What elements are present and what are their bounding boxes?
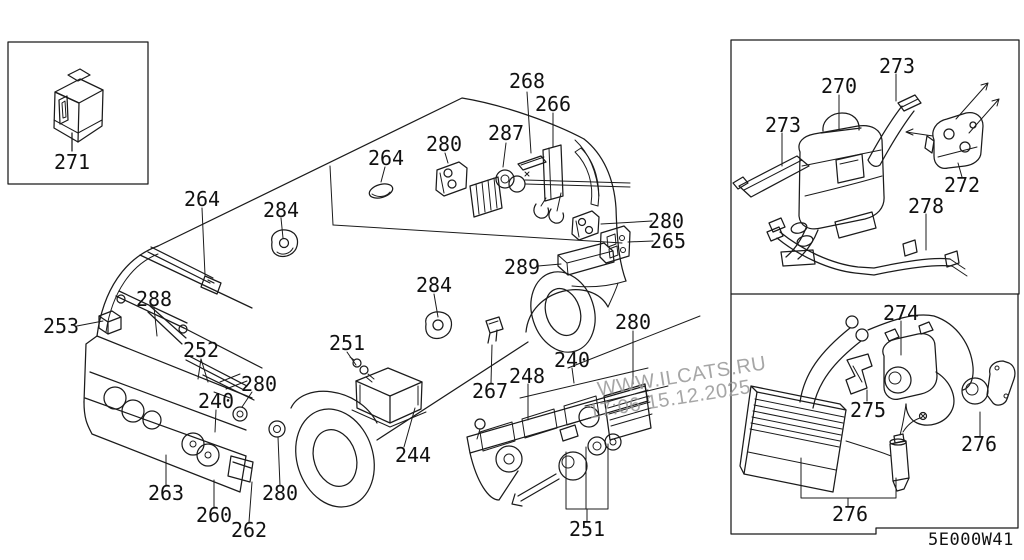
callout-266: 266 xyxy=(534,92,572,116)
callout-276: 276 xyxy=(831,502,869,526)
callout-280: 280 xyxy=(425,132,463,156)
callout-274: 274 xyxy=(882,301,920,325)
panel-borders xyxy=(7,39,1020,535)
callout-262: 262 xyxy=(230,518,268,542)
callout-267: 267 xyxy=(471,379,509,403)
diagram-code: 5E000W41 xyxy=(928,530,1014,550)
callout-252: 252 xyxy=(182,338,220,362)
heater-box-parts xyxy=(732,82,1000,277)
callout-271: 271 xyxy=(53,150,91,174)
wiper-parts xyxy=(115,229,299,401)
callout-280: 280 xyxy=(614,310,652,334)
callout-272: 272 xyxy=(943,173,981,197)
callout-275: 275 xyxy=(849,398,887,422)
callout-251: 251 xyxy=(568,517,606,541)
callout-289: 289 xyxy=(503,255,541,279)
callout-273: 273 xyxy=(764,113,802,137)
roof-area-parts xyxy=(368,144,631,224)
callout-288: 288 xyxy=(135,287,173,311)
callout-264: 264 xyxy=(183,187,221,211)
dash-assembly xyxy=(466,383,653,507)
leader-lines xyxy=(76,73,981,523)
callout-276: 276 xyxy=(960,432,998,456)
callout-280: 280 xyxy=(240,372,278,396)
callout-248: 248 xyxy=(508,364,546,388)
callout-251: 251 xyxy=(328,331,366,355)
rear-parts xyxy=(557,210,631,276)
callout-260: 260 xyxy=(195,503,233,527)
front-lamp-parts xyxy=(98,310,286,483)
callout-280: 280 xyxy=(261,481,299,505)
callout-273: 273 xyxy=(878,54,916,78)
callout-284: 284 xyxy=(415,273,453,297)
relay-271-part xyxy=(53,68,104,152)
callout-280: 280 xyxy=(647,209,685,233)
mid-parts xyxy=(349,311,504,440)
callout-284: 284 xyxy=(262,198,300,222)
van-body-outline xyxy=(83,97,701,508)
callout-240: 240 xyxy=(197,389,235,413)
callout-263: 263 xyxy=(147,481,185,505)
callout-270: 270 xyxy=(820,74,858,98)
callout-268: 268 xyxy=(508,69,546,93)
callout-278: 278 xyxy=(907,194,945,218)
callout-287: 287 xyxy=(487,121,525,145)
callout-265: 265 xyxy=(649,229,687,253)
callout-264: 264 xyxy=(367,146,405,170)
callout-244: 244 xyxy=(394,443,432,467)
ac-box-parts xyxy=(739,314,1016,493)
callout-253: 253 xyxy=(42,314,80,338)
callout-240: 240 xyxy=(553,348,591,372)
